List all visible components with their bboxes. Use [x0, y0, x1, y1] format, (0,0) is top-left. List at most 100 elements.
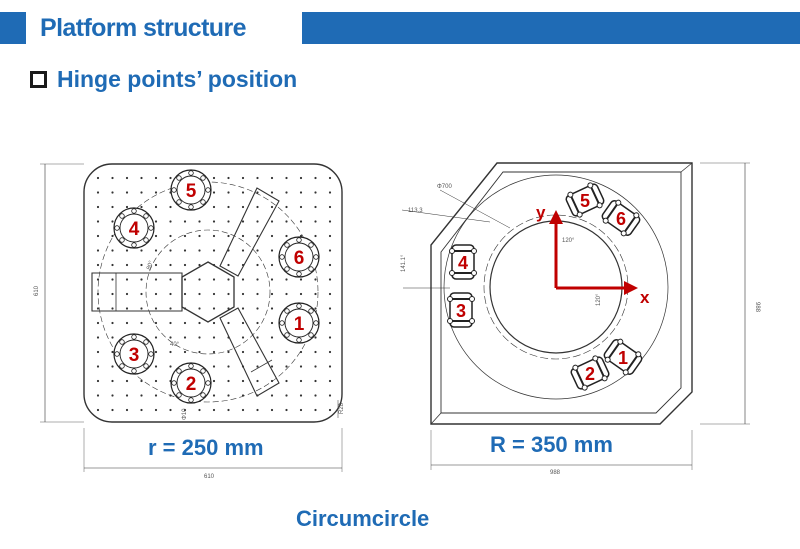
mounting-hole — [169, 394, 172, 397]
mounting-hole — [270, 220, 274, 223]
right-dim-offset-a: 113.3 — [408, 208, 423, 214]
left-dim-arc2: 40° — [170, 342, 180, 348]
mounting-hole — [285, 234, 288, 238]
mounting-hole — [111, 307, 114, 310]
header-accent-right — [302, 12, 800, 44]
mounting-hole — [111, 278, 114, 281]
mounting-hole — [241, 321, 245, 325]
mounting-hole — [270, 394, 274, 397]
mounting-hole — [314, 220, 317, 223]
mounting-hole — [169, 176, 172, 180]
left-dim-hole: Φ10 — [182, 408, 188, 420]
mounting-hole — [140, 263, 143, 267]
mounting-hole — [227, 191, 230, 194]
mounting-hole — [285, 292, 288, 296]
header-accent-left — [0, 12, 26, 44]
bolt-hole — [143, 213, 149, 219]
left-hinge-label: 4 — [129, 219, 140, 240]
mounting-hole — [140, 176, 143, 180]
mounting-hole — [96, 263, 100, 267]
left-dim-arc1: 80° — [146, 260, 155, 271]
mounting-hole — [198, 307, 201, 310]
mounting-hole — [241, 249, 245, 252]
mounting-hole — [212, 394, 216, 397]
mounting-hole — [241, 365, 245, 368]
mounting-hole — [328, 292, 332, 296]
mounting-hole — [256, 307, 259, 310]
mounting-hole — [169, 307, 172, 310]
mounting-hole — [314, 365, 317, 368]
x-axis-label: x — [640, 288, 650, 307]
mounting-hole — [198, 292, 201, 296]
mounting-hole — [140, 408, 143, 412]
right-hinge-3 — [447, 292, 475, 328]
mounting-hole — [256, 336, 259, 339]
bolt-hole — [296, 337, 302, 343]
mounting-hole — [328, 379, 332, 383]
mounting-hole — [256, 408, 259, 412]
mounting-hole — [299, 205, 303, 209]
mounting-hole — [328, 205, 332, 209]
mounting-hole — [227, 365, 230, 368]
bolt-hole — [313, 254, 319, 260]
mounting-hole — [96, 350, 100, 354]
mounting-hole — [96, 220, 100, 223]
mounting-hole — [154, 176, 158, 180]
mounting-hole — [256, 350, 259, 354]
mounting-hole — [111, 379, 114, 383]
mounting-hole — [212, 292, 216, 296]
mounting-hole — [183, 263, 187, 267]
left-hinge-1: 1 — [278, 302, 320, 344]
bolt-hole — [284, 266, 290, 272]
mounting-hole — [314, 292, 317, 296]
mounting-hole — [125, 249, 129, 252]
mounting-hole — [314, 408, 317, 412]
bolt-hole — [188, 204, 194, 210]
mounting-hole — [212, 278, 216, 281]
mounting-hole — [140, 307, 143, 310]
mounting-hole — [328, 249, 332, 252]
mounting-hole — [328, 191, 332, 194]
right-hinge-6 — [601, 199, 641, 237]
mounting-hole — [140, 394, 143, 397]
bolt-hole — [188, 363, 194, 369]
mounting-hole — [328, 220, 332, 223]
bolt-hole — [143, 339, 149, 345]
mounting-hole — [256, 205, 259, 209]
mounting-hole — [212, 263, 216, 267]
mounting-hole — [328, 176, 332, 180]
bolt-hole — [296, 237, 302, 243]
mounting-hole — [111, 292, 114, 296]
mounting-hole — [198, 263, 201, 267]
mounting-hole — [299, 379, 303, 383]
mounting-hole — [285, 278, 288, 281]
mounting-hole — [227, 249, 230, 252]
mounting-hole — [96, 379, 100, 383]
bolt-hole — [176, 175, 182, 181]
mounting-hole — [154, 191, 158, 194]
bolt-hole — [200, 368, 206, 374]
mounting-hole — [198, 350, 201, 354]
mounting-hole — [314, 205, 317, 209]
mounting-hole — [256, 365, 259, 368]
mounting-hole — [256, 249, 259, 252]
bolt-hole — [131, 368, 137, 374]
mounting-hole — [241, 379, 245, 383]
left-dimension-labels: 610 610 Φ10 R28 80° 40° — [34, 260, 345, 480]
mounting-hole — [314, 191, 317, 194]
right-dim-bottom: 988 — [550, 470, 561, 476]
mounting-hole — [212, 408, 216, 412]
bolt-hole — [313, 320, 319, 326]
bolt-hole — [200, 175, 206, 181]
mounting-hole — [227, 336, 230, 339]
mounting-hole — [154, 278, 158, 281]
mounting-hole — [241, 307, 245, 310]
mounting-hole — [212, 365, 216, 368]
mounting-hole — [96, 408, 100, 412]
mounting-hole — [198, 408, 201, 412]
bolt-hole — [284, 242, 290, 248]
square-bullet-icon — [30, 71, 47, 88]
mounting-hole — [125, 263, 129, 267]
bolt-hole — [284, 332, 290, 338]
right-dim-offset-b: 141.1° — [401, 254, 407, 272]
